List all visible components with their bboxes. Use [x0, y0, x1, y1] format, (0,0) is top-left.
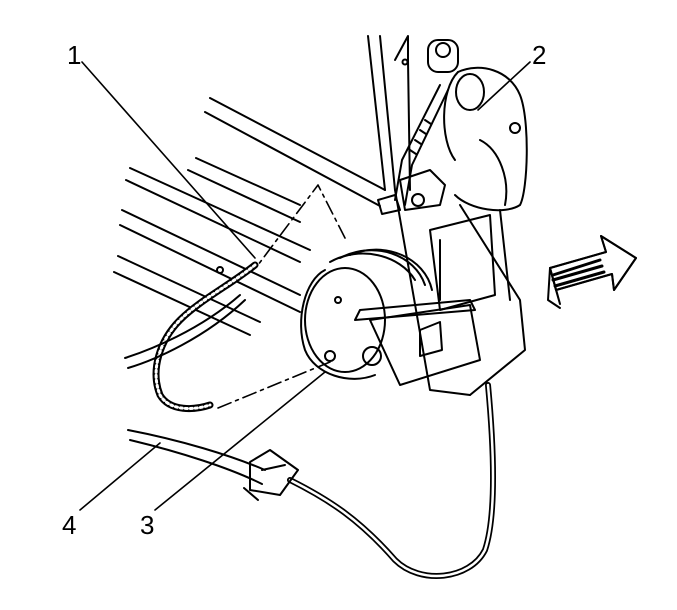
frame-rails: [113, 97, 386, 336]
direction-arrow: [547, 235, 637, 309]
callout-1: 1: [67, 40, 82, 70]
mounting-plate: [367, 35, 526, 396]
callout-3: 3: [140, 510, 155, 540]
callout-2: 2: [532, 40, 547, 70]
wiring-conduit: [124, 261, 259, 413]
leader-lines: [79, 61, 531, 511]
leader-line-2: [477, 61, 531, 111]
motor-assembly: [377, 39, 528, 215]
wiring-harness: [127, 382, 496, 579]
leader-line-1: [81, 61, 256, 259]
leader-line-4: [79, 442, 161, 511]
callout-4: 4: [62, 510, 77, 540]
alignment-lines: [217, 184, 346, 409]
actuator-housing: [300, 214, 496, 386]
leader-line-3: [154, 371, 326, 511]
